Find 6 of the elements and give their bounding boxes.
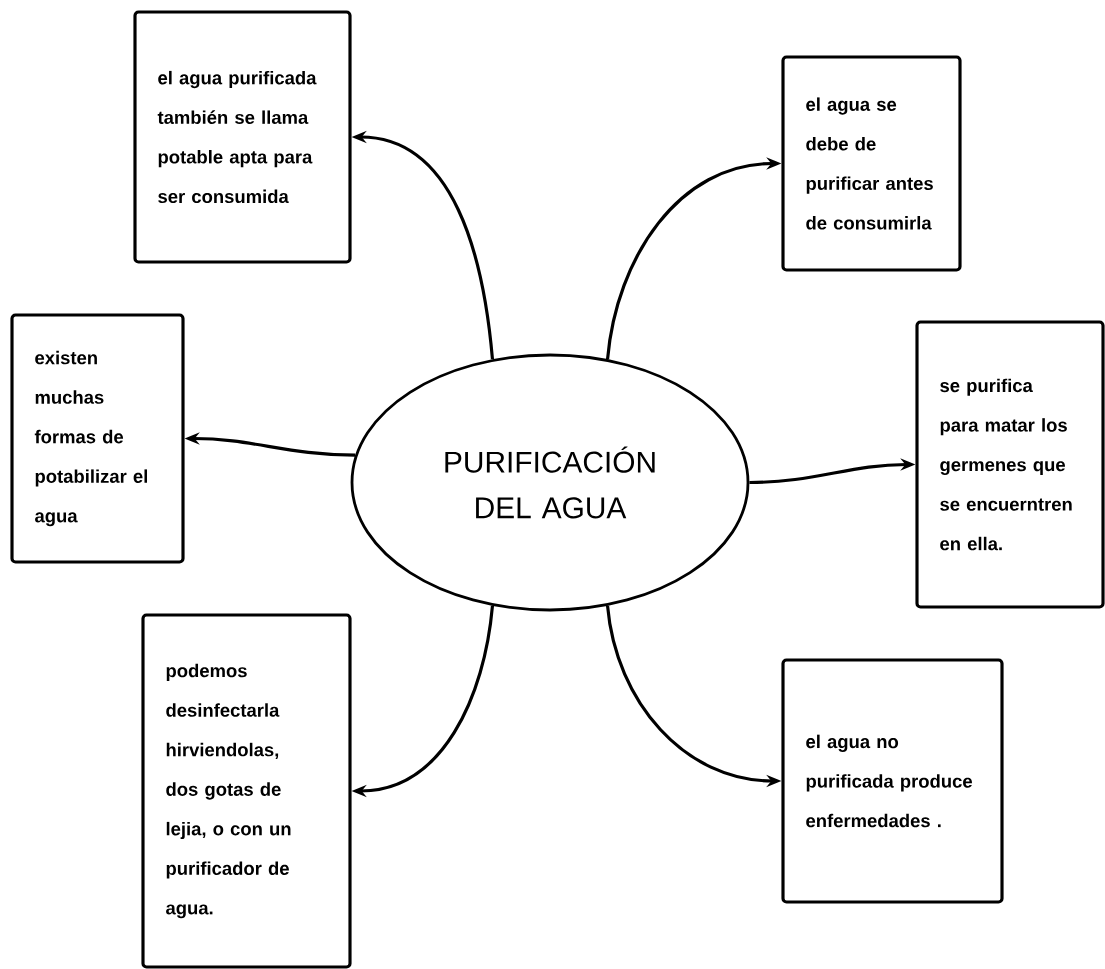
note-box: podemos desinfectarla hirviendolas, dos gotas de lejia, o con un purificador de agua. xyxy=(141,613,352,969)
note-box: existen muchas formas de potabilizar el agua xyxy=(10,313,185,564)
note-box: se purifica para matar los germenes que se encuerntren en ella. xyxy=(915,320,1105,609)
note-box: el agua purificada también se llama potable apta para ser consumida xyxy=(133,10,352,264)
note-box: el agua no purificada produce enfermedades . xyxy=(781,658,1004,904)
note-box: el agua se debe de purificar antes de consumirla xyxy=(781,55,962,272)
